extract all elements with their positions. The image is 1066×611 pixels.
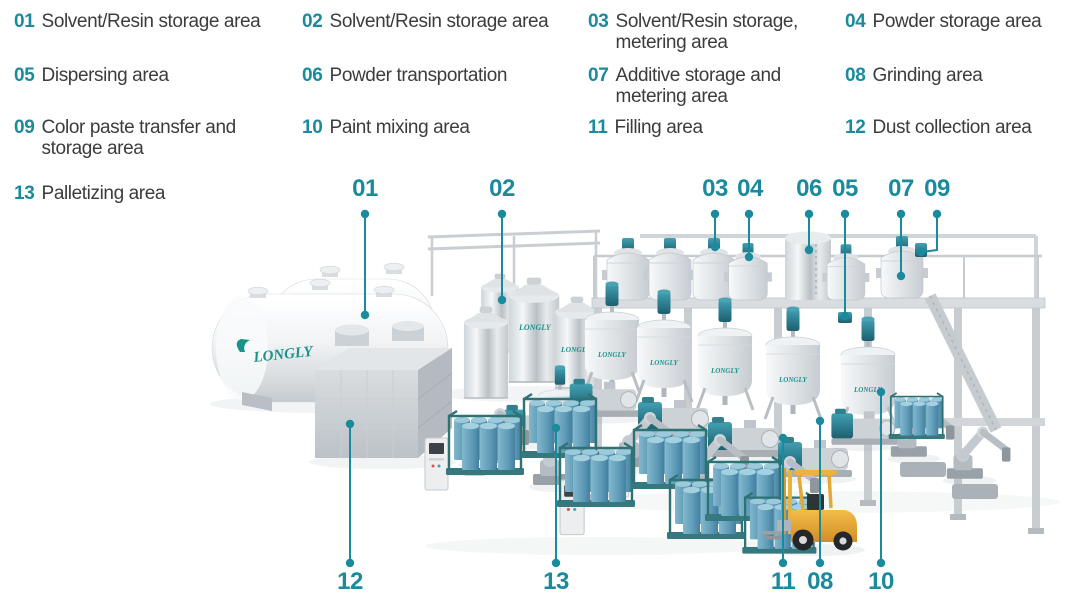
legend-item-02: 02 Solvent/Resin storage area [302,11,588,66]
legend-number: 12 [845,117,866,138]
legend-label: Solvent/Resin storage area [329,11,549,32]
filling-robots [458,405,1010,519]
vertical-storage-tanks: LONGLY LONGLY [463,273,600,399]
brand-logo: LONGLY [649,359,678,367]
brand-logo: LONGLY [252,344,316,366]
legend-number: 11 [588,117,608,138]
legend-item-10: 10 Paint mixing area [302,117,588,184]
legend-item-07: 07 Additive storage and metering area [588,65,845,118]
callout-02: 02 [489,175,515,202]
legend-number: 07 [588,65,609,86]
legend-label: Dispersing area [41,65,169,86]
legend-item-12: 12 Dust collection area [845,117,1060,184]
legend-label: Filling area [614,117,704,138]
legend-number: 06 [302,65,323,86]
brand-logo: LONGLY [518,323,552,332]
legend-number: 04 [845,11,866,32]
legend-item-09: 09 Color paste transfer and storage area [14,117,302,184]
legend-number: 05 [14,65,35,86]
legend-label: Powder transportation [329,65,508,86]
legend-number: 02 [302,11,323,32]
callout-11: 11 [770,568,796,595]
brand-logo: LONGLY [560,345,592,354]
legend-label: Palletizing area [41,183,166,204]
brand-logo: LONGLY [597,351,626,359]
legend-item-01: 01 Solvent/Resin storage area [14,11,302,66]
metering-vessels [601,230,929,323]
legend-number: 09 [14,117,35,138]
legend-label: Additive storage and metering area [615,65,782,107]
legend-label: Solvent/Resin storage area [41,11,261,32]
legend-item-06: 06 Powder transportation [302,65,588,118]
callout-08: 08 [807,568,833,595]
mixing-vessels: LONGLY LONGLY LONGLY LONGLY LONGLY [536,280,898,457]
callout-03: 03 [702,175,728,202]
legend-item-11: 11 Filling area [588,117,845,184]
legend-label: Paint mixing area [329,117,470,138]
brand-logo: LONGLY [710,367,739,375]
callout-dots [345,209,942,568]
callout-10: 10 [868,568,894,595]
legend-number: 01 [14,11,35,32]
brand-logo: LONGLY [853,386,882,394]
legend-item-03: 03 Solvent/Resin storage, metering area [588,11,845,66]
legend: 01 Solvent/Resin storage area 02 Solvent/R… [14,11,1060,205]
brand-logo: LONGLY [778,376,807,384]
callout-09: 09 [924,175,950,202]
legend-label: Color paste transfer and storage area [41,117,237,159]
callout-04: 04 [737,175,763,202]
callout-12: 12 [337,568,363,595]
legend-label: Dust collection area [872,117,1032,138]
callout-05: 05 [832,175,858,202]
legend-item-04: 04 Powder storage area [845,11,1060,66]
legend-number: 03 [588,11,609,32]
callout-01: 01 [352,175,378,202]
legend-number: 13 [14,183,35,204]
dust-collector [315,321,453,458]
legend-label: Powder storage area [872,11,1042,32]
legend-item-08: 08 Grinding area [845,65,1060,118]
callout-13: 13 [543,568,569,595]
legend-number: 10 [302,117,323,138]
legend-item-05: 05 Dispersing area [14,65,302,118]
callout-07: 07 [888,175,914,202]
legend-item-13: 13 Palletizing area [14,183,302,205]
callout-lines [349,214,938,563]
callout-06: 06 [796,175,822,202]
legend-number: 08 [845,65,866,86]
legend-label: Solvent/Resin storage, metering area [615,11,799,53]
legend-label: Grinding area [872,65,983,86]
